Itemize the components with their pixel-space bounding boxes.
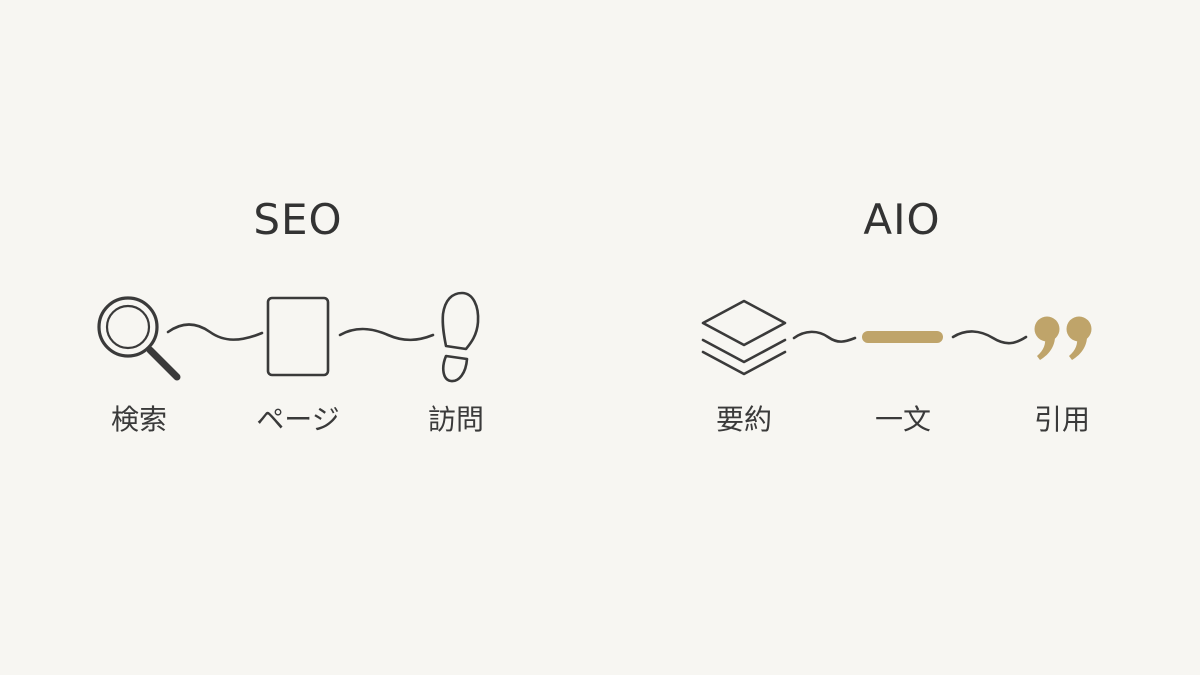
stacked-layers-icon [701,299,787,376]
label-visit: 訪問 [427,403,484,436]
label-search: 検索 [110,403,167,436]
single-line-icon [862,331,943,343]
label-sentence: 一文 [874,403,931,436]
label-citation: 引用 [1033,403,1090,436]
connector-aio-1 [792,330,857,343]
seo-heading: SEO [253,195,343,244]
label-summary: 要約 [715,403,772,436]
quotation-mark-icon [1034,316,1092,360]
label-page: ページ [256,403,340,436]
magnifier-icon [97,296,181,381]
connector-aio-2 [951,330,1028,345]
connector-seo-1 [166,323,264,341]
connector-seo-2 [338,327,435,342]
aio-heading: AIO [863,195,941,244]
page-icon [266,296,330,377]
footprint-icon [441,291,480,383]
